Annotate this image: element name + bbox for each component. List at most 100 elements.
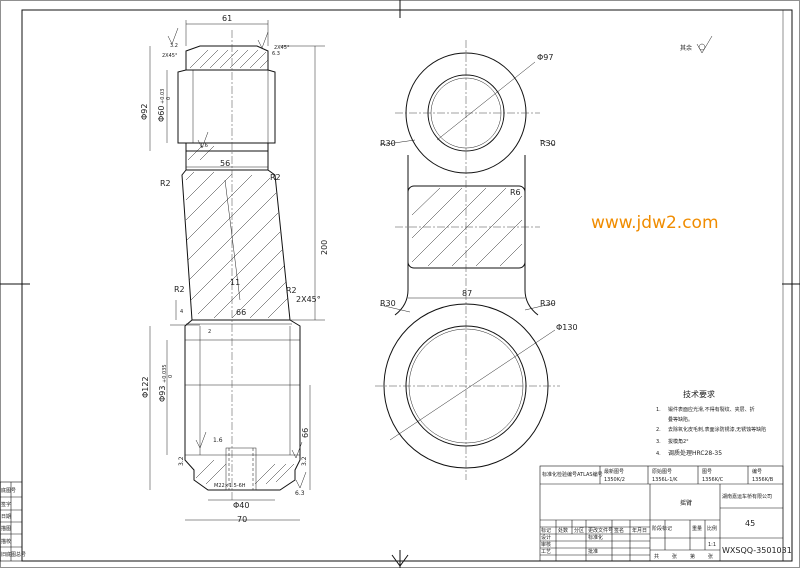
dim-r63: 6.3 [272,51,280,57]
tb-top-4b: 1356K/B [752,477,774,483]
tb-top-1b: 1350K/2 [604,477,625,483]
dim-outer-big: Φ122 [141,376,150,398]
dim-r2-3: R2 [174,285,185,294]
tech-req-text-4: 调质处理HRC28-35 [668,449,722,457]
left-block: 底图号 签字 日期 描图 描校 旧底图总号 [0,481,26,562]
dim-chamfer-lower: 2X45° [296,295,321,304]
dim-3-2-left: 3.2 [178,456,185,466]
tb-sheet-unit-2: 张 [708,553,713,560]
front-view [149,20,325,521]
lb-old-base: 旧底图总号 [1,551,26,558]
hatch-shank [185,171,289,319]
tech-req-num-2: 2. [656,427,661,433]
dim-outer-small: Φ92 [140,104,149,120]
tb-row-standard: 标准化 [588,534,603,541]
big-end-outline [184,319,301,491]
dim-4: 4 [180,309,183,315]
tb-ratio: 比例 [707,525,717,532]
side-view [375,35,713,480]
dim-angle: 11 [230,278,240,287]
threaded-bore [225,447,257,491]
dim-r30-2: R30 [540,139,556,148]
tb-row-design: 设计 [541,534,551,541]
tb-top-1: 最新图号 [604,468,624,475]
lb-trace: 描图 [1,525,11,532]
dim-small-end: Φ97 [537,53,553,62]
tb-col-mark: 标记 [541,527,551,534]
dim-bore-big-tol-up: +0.035 [162,364,168,383]
side-view-dimensions: Φ97 R30 R30 R6 87 R30 R30 Φ130 其余 [380,44,692,332]
roughness-label: 其余 [680,44,692,52]
dim-r6: R6 [510,188,521,197]
dim-bore-big-tol-low: 0 [168,375,174,378]
tb-col-date: 年月日 [632,527,647,534]
lb-trace-check: 描校 [1,538,11,545]
tech-req-num-3: 3. [656,439,661,445]
dim-bore-small-tol-up: +0.03 [160,89,166,104]
tb-top-3b: 1356K/C [702,477,724,483]
tb-row-review: 审核 [541,541,551,548]
lb-sign: 签字 [1,501,11,508]
dim-bore-small-tol-low: 0 [166,97,172,100]
tb-stage-mark: 阶段标记 [652,525,672,532]
dim-chamfer-top-right: 2X45° [274,45,290,51]
dim-r30-4: R30 [540,299,556,308]
tech-req-title: 技术要求 [683,389,715,399]
dim-width-top: 61 [222,14,232,23]
dim-6-3: 6.3 [295,490,305,497]
dim-r2-1: R2 [160,179,171,188]
tech-req-text-1: 锻件表面应光滑,不得有裂纹、夹层、折 [668,406,755,413]
watermark: www.jdw2.com [591,213,719,233]
dim-3-2-right: 3.2 [301,456,308,466]
lb-base-drawing: 底图号 [1,487,16,494]
dim-r2-2: R2 [270,173,281,182]
dim-web-width-side: 87 [462,289,472,298]
dim-web-width: 66 [236,308,246,317]
tech-req-text-1b: 叠等缺陷。 [668,416,693,423]
tb-col-docno: 更改文件号 [588,527,613,534]
lb-date: 日期 [1,514,11,520]
tb-col-zone: 分区 [574,527,584,534]
dim-r30-3: R30 [380,299,396,308]
dim-bore-big: Φ93 [158,386,167,402]
tb-top-2: 原始图号 [652,468,672,475]
tb-col-sign: 签名 [614,527,624,534]
front-view-dimensions: 61 Φ92 Φ60 +0.03 0 56 200 11 2X45° 3.2 6… [140,14,329,524]
tb-sheet-no: 第 [690,553,695,560]
dim-bore-small: Φ60 [157,106,166,122]
dim-base-diameter: Φ40 [233,501,249,510]
dim-1-6-top: 1.6 [200,143,208,149]
tb-sheet-total: 共 [654,553,659,560]
dim-big-end: Φ130 [556,323,578,332]
tb-top-4: 编号 [752,468,762,475]
tb-sheet-unit-1: 张 [672,553,677,560]
dim-r3: 3.2 [170,43,178,49]
tb-row-approve: 批准 [588,548,598,555]
dim-r30-1: R30 [380,139,396,148]
tb-top-2b: 1356L-1/K [652,477,678,483]
tb-row-process: 工艺 [541,549,551,555]
tech-req-text-2: 去除氧化皮毛刺,表面涂防锈漆,无锈蚀等缺陷 [668,426,766,433]
tb-top-0: 标准化检验编号ATLAS编号 [542,471,603,478]
tb-top-3: 图号 [702,469,712,475]
tech-req-text-3: 拔模角2° [668,438,689,445]
dim-1-6: 1.6 [213,437,223,444]
tech-requirements: 技术要求 1. 锻件表面应光滑,不得有裂纹、夹层、折 叠等缺陷。 2. 去除氧化… [656,389,766,457]
dim-neck-width: 56 [220,159,230,168]
tb-drawing-number: WXSQQ-3501031 [722,546,792,555]
dim-r2-4: R2 [286,286,297,295]
dim-chamfer-top: 2X45° [162,53,178,59]
dim-base-width: 70 [237,515,247,524]
drawing-frame [21,9,793,562]
dim-length: 200 [320,240,329,255]
hatch-big-end [195,459,295,485]
tb-part-name: 摇臂 [680,499,692,507]
title-block: 标准化检验编号ATLAS编号 最新图号 1350K/2 原始图号 1356L-1… [539,465,792,562]
tb-scale: 1:1 [708,542,716,548]
dim-thread: M22×1.5-6H [214,483,246,489]
small-bore [192,69,269,144]
tb-company: 湖南嘉运车桥有限公司 [722,493,772,500]
